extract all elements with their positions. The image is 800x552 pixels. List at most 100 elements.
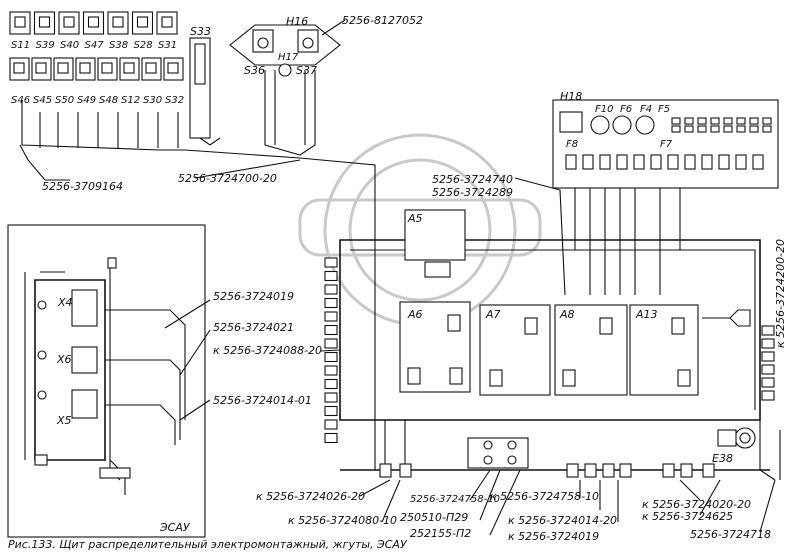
e38-label: E38 (712, 452, 733, 465)
harness-connector (399, 463, 412, 478)
fuse-cell (710, 125, 720, 133)
f4-label: F4 (640, 104, 652, 115)
h16-label: H16 (286, 15, 308, 28)
part-3724625: к 5256-3724625 (642, 510, 733, 523)
f5-label: F5 (658, 104, 670, 115)
harness-connector (702, 463, 715, 478)
x5-label: X5 (56, 414, 72, 427)
x6-label: X6 (56, 353, 72, 366)
part-3724014-01: 5256-3724014-01 (213, 394, 312, 407)
part-3724026: к 5256-3724026-20 (256, 490, 365, 503)
lamp-block: H16 H17 S36 S37 5256-8127052 (229, 14, 423, 156)
harness-connector (619, 463, 632, 478)
part-3724718: 5256-3724718 (690, 528, 771, 541)
fuse-terminal (718, 154, 730, 170)
part-3724200: к 5256-3724200-20 (774, 239, 787, 348)
fuse-cell (697, 125, 707, 133)
fuse-cell (723, 125, 733, 133)
part-3724020: к 5256-3724020-20 (642, 498, 751, 511)
switch-label: S31 (158, 40, 177, 51)
part-252155: 252155-П2 (410, 527, 471, 540)
harness-connector (662, 463, 675, 478)
switch-label: S48 (99, 95, 118, 106)
switch-label: S50 (55, 95, 74, 106)
fuse-terminal (701, 154, 713, 170)
part-8127052: 5256-8127052 (342, 14, 423, 27)
fuse-terminal (616, 154, 628, 170)
esau-title: ЭСАУ (159, 521, 191, 534)
a8-label: A8 (559, 308, 575, 321)
fuse-cell (697, 117, 707, 125)
fuse-block: H18 F10 F6 F4 F5 F7 F8 (552, 90, 779, 295)
part-3724080: к 5256-3724080-10 (288, 514, 397, 527)
harness-connector (680, 463, 693, 478)
fuse-cell (762, 125, 772, 133)
switch-label: S45 (33, 95, 52, 106)
panel-connector (324, 378, 338, 390)
f8-label: F8 (566, 139, 578, 150)
s36-label: S36 (244, 64, 265, 77)
panel-connector (761, 338, 775, 349)
fuse-cell (736, 117, 746, 125)
a13-label: A13 (635, 308, 658, 321)
fuse-cell (723, 117, 733, 125)
panel-connector (324, 432, 338, 444)
figure-caption: Рис.133. Щит распределительный электромо… (8, 538, 408, 551)
panel-connector (761, 377, 775, 388)
part-3724019: 5256-3724019 (213, 290, 294, 303)
panel-connector (324, 419, 338, 430)
part-3724740: 5256-3724740 (432, 173, 513, 186)
fuse-cell (684, 125, 694, 133)
s33-label: S33 (190, 25, 211, 38)
part-3709164: 5256-3709164 (42, 180, 123, 193)
fuse-cell (671, 117, 681, 125)
switch-label: S49 (77, 95, 96, 106)
a7-label: A7 (485, 308, 501, 321)
panel-connector (761, 351, 775, 362)
panel-connector (324, 405, 338, 417)
part-3724088: к 5256-3724088-20 (213, 344, 322, 357)
fuse-terminal (633, 154, 645, 170)
h17-label: H17 (278, 52, 299, 63)
h18-label: H18 (560, 90, 582, 103)
a6-label: A6 (407, 308, 423, 321)
switch-label: S46 (11, 95, 30, 106)
harness-connector (584, 463, 597, 478)
fuse-cell (762, 117, 772, 125)
switch-label: S30 (143, 95, 162, 106)
s37-label: S37 (296, 64, 317, 77)
part-3724289: 5256-3724289 (432, 186, 513, 199)
fuse-terminal (735, 154, 747, 170)
switch-label: S12 (121, 95, 140, 106)
panel-connector (324, 351, 338, 363)
part-3724758-10a: 5256-3724758-10 (410, 494, 500, 505)
fuse-terminal (565, 154, 577, 170)
panel-connector (324, 257, 338, 268)
switch-label: S47 (85, 40, 105, 51)
switch-label: S28 (134, 40, 153, 51)
fuse-terminal (582, 154, 594, 170)
part-250510: 250510-П29 (400, 511, 468, 524)
fuse-cell (736, 125, 746, 133)
harness-connector (566, 463, 579, 478)
panel-connector (324, 311, 338, 322)
switch-label: S11 (11, 40, 30, 51)
fuse-terminal (684, 154, 696, 170)
switch-label: S38 (109, 40, 128, 51)
esau-panel: X4 X6 X5 ЭСАУ (7, 224, 206, 538)
panel-connector (324, 392, 338, 403)
f7-label: F7 (660, 139, 673, 150)
panel-connector (324, 338, 338, 349)
part-3724700: 5256-3724700-20 (178, 172, 277, 185)
panel-connector (761, 364, 775, 375)
x4-label: X4 (57, 296, 73, 309)
part-3724019b: к 5256-3724019 (508, 530, 599, 543)
fuse-cell (671, 125, 681, 133)
harness-connector (602, 463, 615, 478)
part-3724021: 5256-3724021 (213, 321, 294, 334)
f6-label: F6 (620, 104, 632, 115)
switch-label: S39 (36, 40, 55, 51)
fuse-cell (710, 117, 720, 125)
